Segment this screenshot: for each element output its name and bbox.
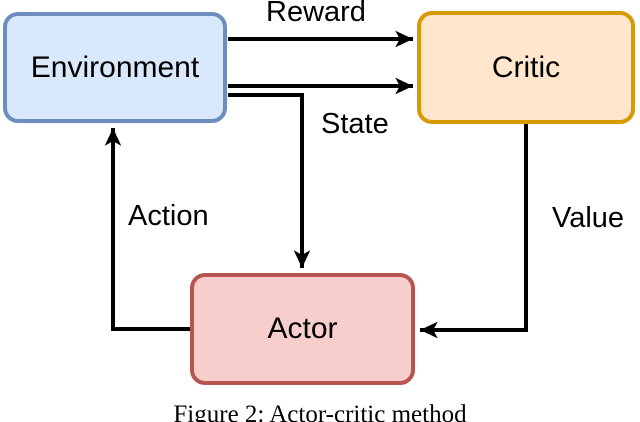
state-to-actor-arrow <box>228 93 311 268</box>
value-edge-label: Value <box>552 202 625 234</box>
reward-edge-label: Reward <box>266 0 366 28</box>
environment-node: Environment <box>3 12 227 123</box>
value-arrow <box>420 124 528 339</box>
state-edge-label: State <box>321 108 389 140</box>
critic-node-label: Critic <box>491 50 561 84</box>
actor-node-label: Actor <box>267 312 338 345</box>
critic-node: Critic <box>417 11 635 124</box>
figure-caption: Figure 2: Actor-critic method <box>173 401 467 422</box>
action-edge-label: Action <box>128 200 209 232</box>
actor-node: Actor <box>190 273 415 385</box>
environment-node-label: Environment <box>30 50 200 84</box>
